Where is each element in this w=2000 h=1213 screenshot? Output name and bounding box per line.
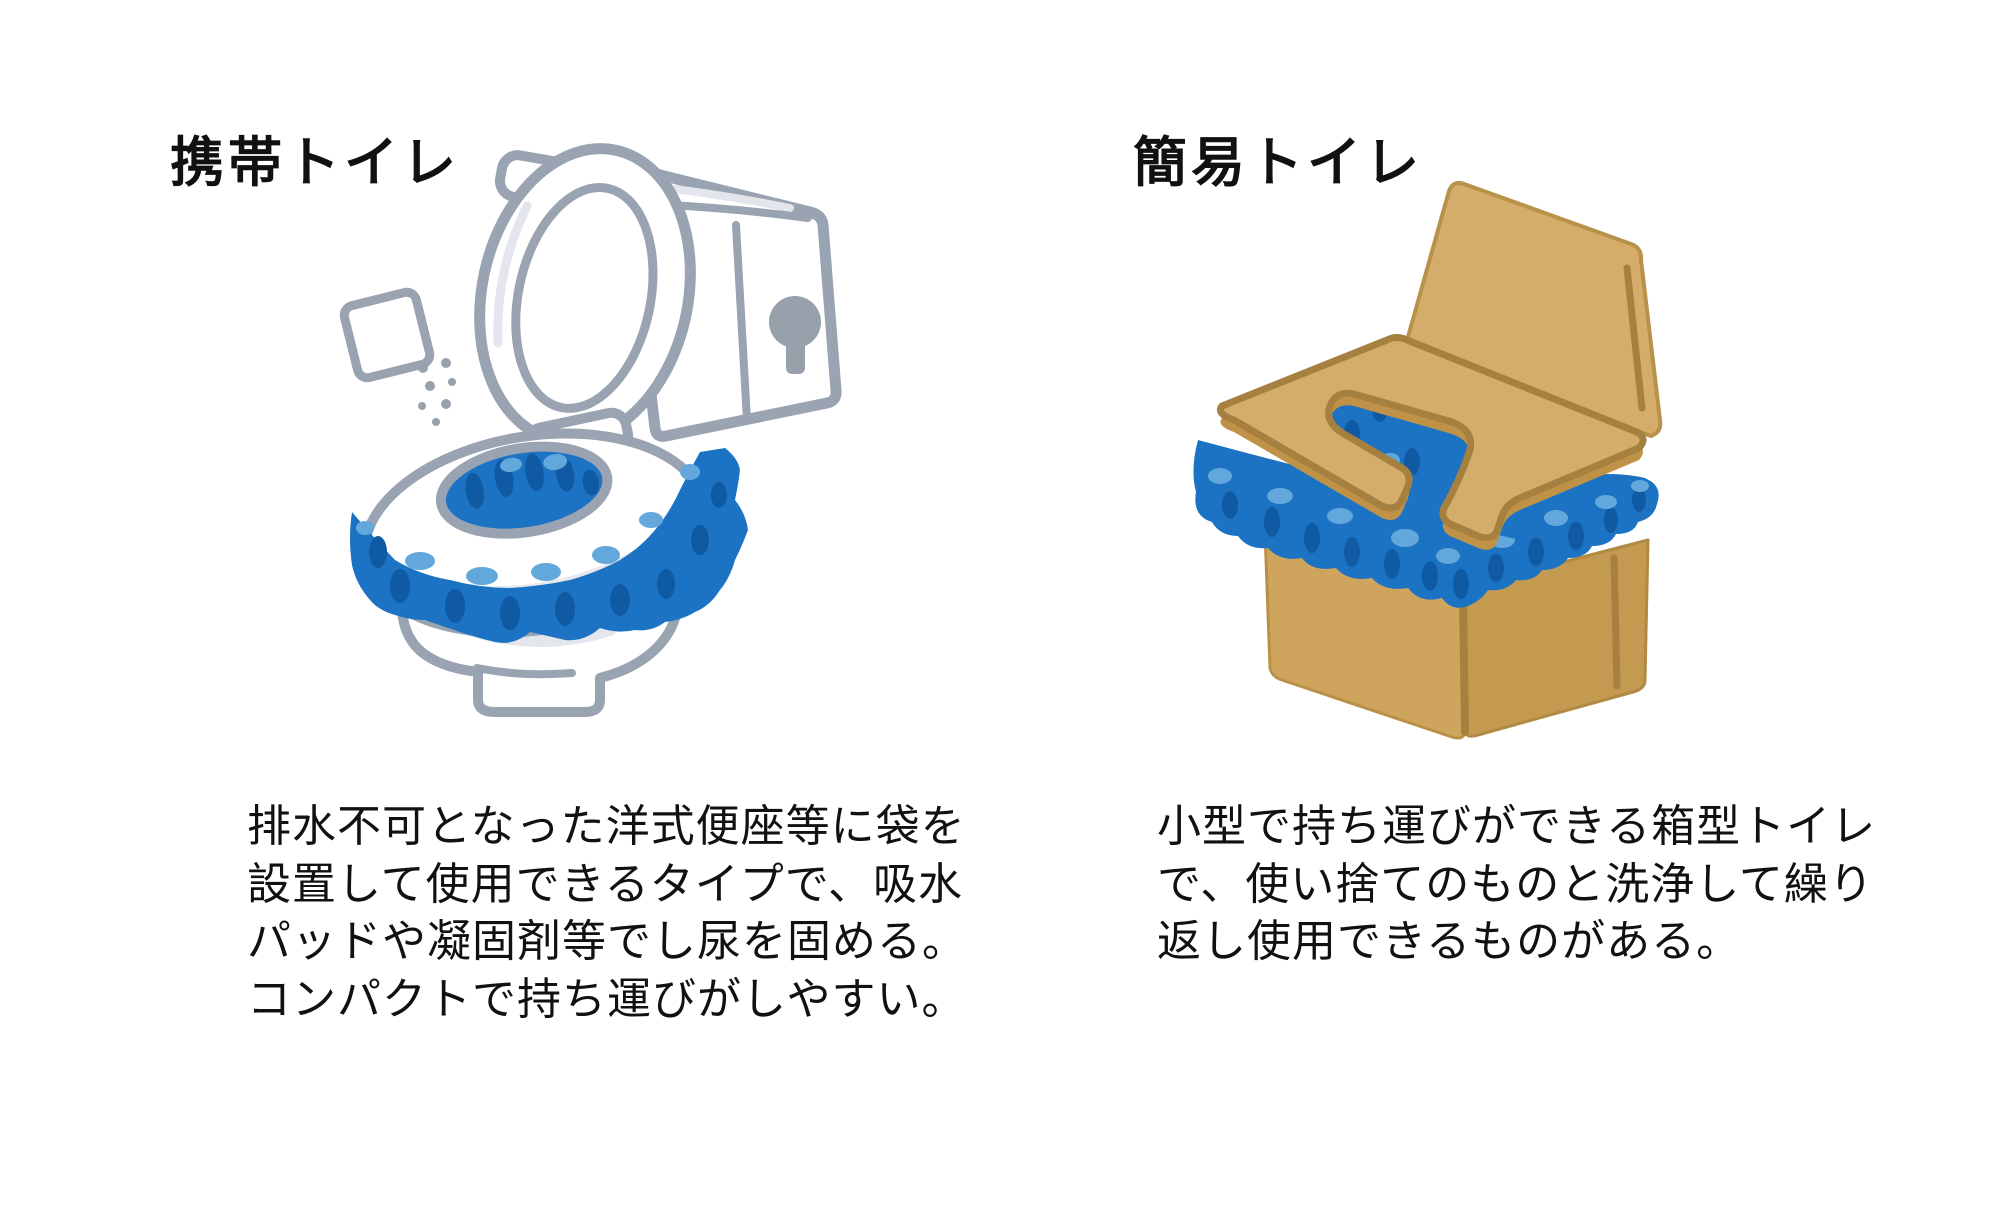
- bag-skirt-drips: [369, 482, 727, 630]
- section-title-portable-toilet: 携帯トイレ: [170, 133, 460, 193]
- bag-hole-drips: [465, 453, 599, 509]
- bag-skirt-highlights: [356, 464, 700, 585]
- desc-line: コンパクトで持ち運びがしやすい。: [247, 974, 967, 1024]
- coagulant-packet: [339, 287, 435, 383]
- desc-line: 返し使用できるものがある。: [1157, 917, 1742, 966]
- portable-toilet-description: 排水不可となった洋式便座等に袋を 設置して使用できるタイプで、吸水 パッドや凝固…: [247, 798, 967, 1028]
- portable-toilet-illustration: [339, 143, 842, 717]
- cardboard-box-toilet-illustration: [1193, 180, 1663, 740]
- simple-toilet-description: 小型で持ち運びができる箱型トイレ で、使い捨てのものと洗浄して繰り 返し使用でき…: [1157, 798, 1876, 971]
- falling-granules: [418, 358, 456, 426]
- flush-button: [769, 296, 821, 374]
- bag-skirt-highlights: [1208, 468, 1649, 564]
- desc-line: 排水不可となった洋式便座等に袋を: [247, 802, 966, 851]
- blue-bag-skirt: [350, 448, 748, 643]
- section-title-simple-toilet: 簡易トイレ: [1133, 133, 1423, 193]
- desc-line: で、使い捨てのものと洗浄して繰り: [1157, 859, 1874, 909]
- desc-line: パッドや凝固剤等でし尿を固める。: [247, 917, 967, 966]
- bag-hole-highlights: [500, 453, 568, 473]
- bag-skirt-drips: [1222, 488, 1646, 599]
- desc-line: 小型で持ち運びができる箱型トイレ: [1157, 802, 1877, 851]
- u-shaped-seat-board: [1217, 334, 1647, 542]
- open-toilet-lid: [474, 143, 696, 447]
- desc-line: 設置して使用できるタイプで、吸水: [247, 859, 964, 909]
